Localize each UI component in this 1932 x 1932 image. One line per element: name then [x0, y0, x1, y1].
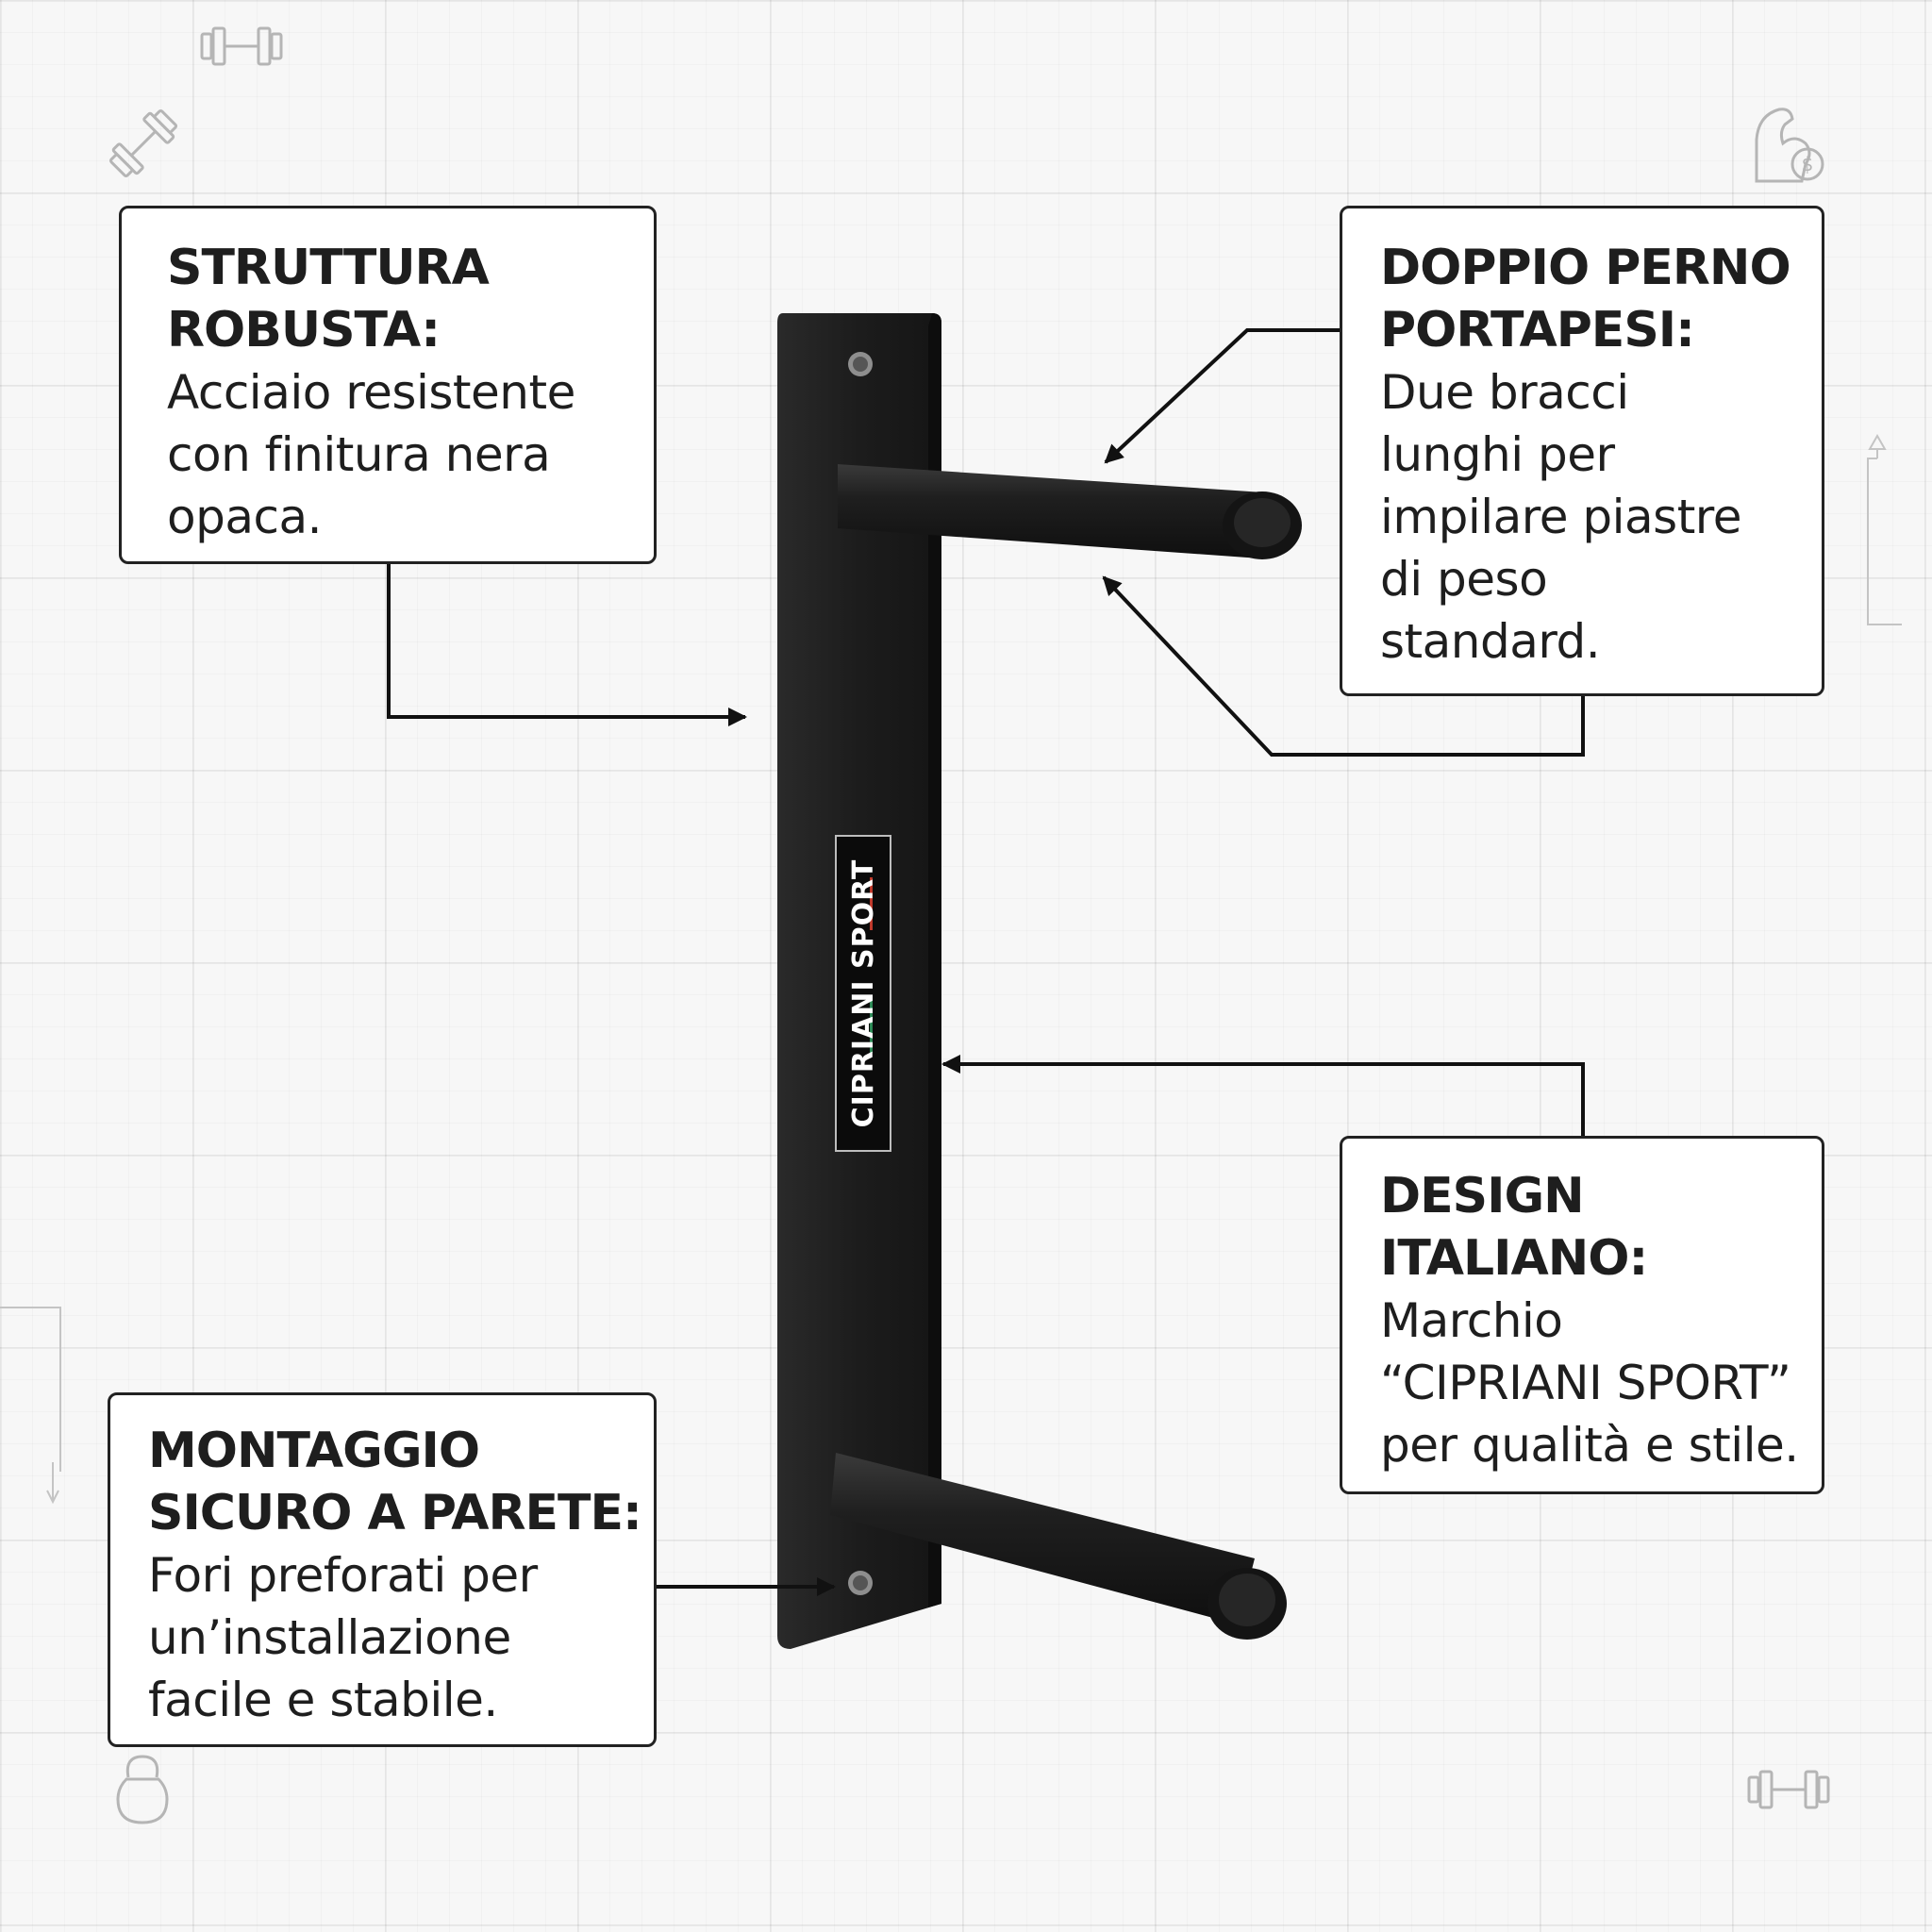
callout-design: DESIGN ITALIANO: Marchio “CIPRIANI SPORT… [1340, 1136, 1824, 1494]
callout-mounting-title-1: MONTAGGIO [148, 1423, 480, 1479]
callout-pins-text-1: Due bracci [1380, 365, 1629, 420]
callout-design-title-1: DESIGN [1380, 1168, 1585, 1224]
callout-mounting: MONTAGGIO SICURO A PARETE: Fori preforat… [108, 1392, 657, 1747]
pin-bottom [830, 1453, 1287, 1640]
ruler-decoration [0, 1307, 61, 1505]
connector-structure [387, 564, 747, 726]
callout-mounting-text-3: facile e stabile. [148, 1673, 498, 1727]
callout-mounting-text-2: un’installazione [148, 1610, 511, 1665]
muscle-dollar-icon: $ [1755, 108, 1824, 183]
connector-design [941, 1055, 1585, 1136]
pin-top [838, 464, 1302, 559]
callout-pins: DOPPIO PERNO PORTAPESI: Due bracci lungh… [1340, 206, 1824, 696]
callout-design-text-3: per qualità e stile. [1380, 1418, 1799, 1473]
callout-pins-text-3: impilare piastre [1380, 490, 1742, 544]
ruler-decoration [1867, 433, 1902, 625]
callout-structure-text-1: Acciaio resistente [167, 365, 575, 420]
callout-structure-title-2: ROBUSTA: [167, 302, 441, 358]
svg-text:$: $ [1802, 153, 1814, 175]
brand-label: CIPRIANI SPORT [835, 835, 891, 1152]
callout-structure-title-1: STRUTTURA [167, 240, 490, 296]
dumbbell-icon [1747, 1770, 1830, 1809]
dumbbell-icon [200, 26, 283, 66]
callout-mounting-title-2: SICURO A PARETE: [148, 1485, 642, 1541]
callout-pins-text-4: di peso [1380, 552, 1548, 607]
callout-pins-text-5: standard. [1380, 614, 1601, 669]
callout-structure: STRUTTURA ROBUSTA: Acciaio resistente co… [119, 206, 657, 564]
callout-design-text-2: “CIPRIANI SPORT” [1380, 1356, 1791, 1410]
callout-structure-text-2: con finitura nera [167, 427, 551, 482]
callout-pins-text-2: lunghi per [1380, 427, 1615, 482]
callout-structure-text-3: opaca. [167, 490, 323, 544]
connector-pins-top [1104, 328, 1340, 464]
kettlebell-icon [116, 1755, 169, 1824]
callout-design-text-1: Marchio [1380, 1293, 1563, 1348]
connector-pins-bottom [1102, 575, 1585, 757]
brand-label-text: CIPRIANI SPORT [847, 859, 880, 1128]
callout-mounting-text-1: Fori preforati per [148, 1548, 538, 1603]
callout-pins-title-2: PORTAPESI: [1380, 302, 1695, 358]
callout-design-title-2: ITALIANO: [1380, 1230, 1648, 1287]
callout-pins-title-1: DOPPIO PERNO [1380, 240, 1791, 296]
barbell-icon [108, 108, 178, 178]
